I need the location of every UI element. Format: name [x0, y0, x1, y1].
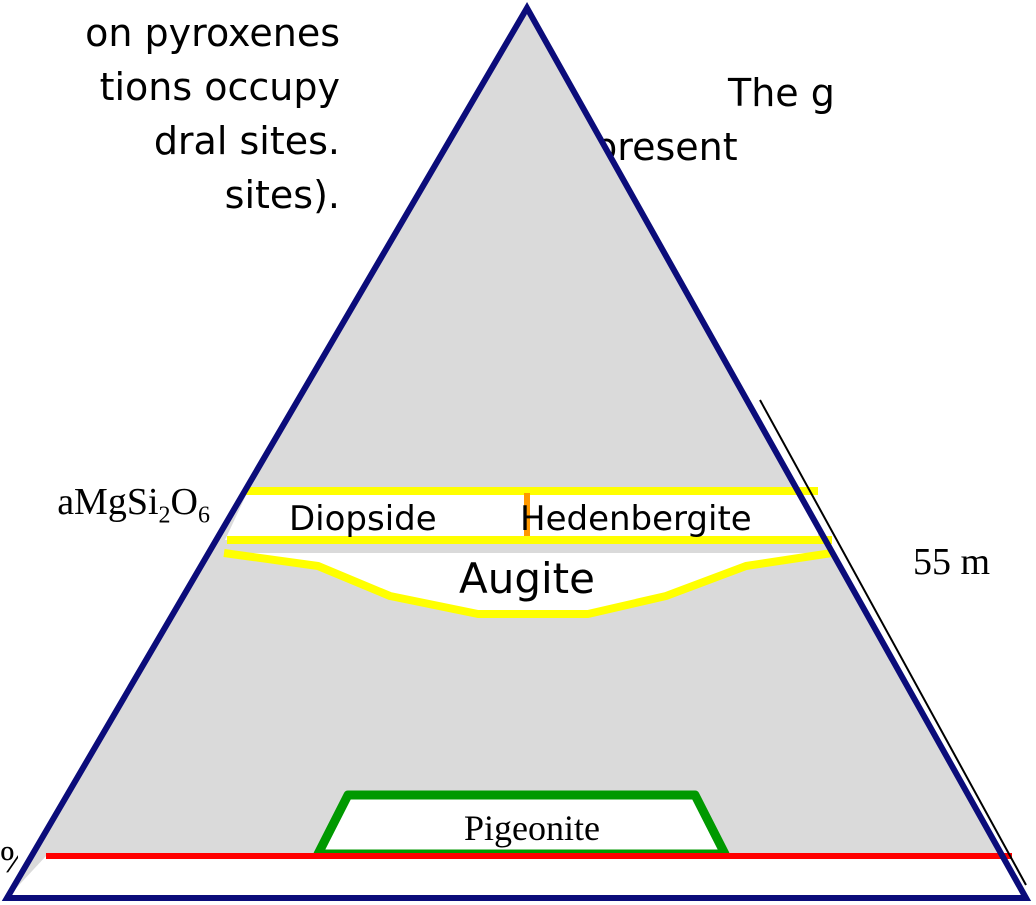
left-text-line: dral sites.	[153, 119, 340, 163]
right-description-text: The g represent	[555, 66, 1036, 174]
left-text-line: tions occupy	[99, 65, 340, 109]
augite-label: Augite	[459, 554, 595, 603]
right-percent-label: 55 m	[913, 541, 991, 583]
left-text-line: on pyroxenes	[85, 11, 340, 55]
bottom-white-band	[7, 856, 1026, 898]
pigeonite-label: Pigeonite	[464, 808, 600, 848]
hedenbergite-label: Hedenbergite	[520, 499, 752, 539]
right-text-line: The g	[728, 71, 835, 115]
augite-boundary	[223, 549, 833, 618]
diopside-hedenbergite-band	[225, 491, 818, 540]
left-description-text: on pyroxenes tions occupy dral sites. si…	[0, 6, 340, 222]
left-text-line: sites).	[224, 173, 340, 217]
left-percent-label: %	[0, 838, 18, 882]
augite-field	[224, 553, 832, 614]
diopside-label: Diopside	[289, 499, 437, 539]
tie-line	[759, 399, 1027, 886]
diopside-formula-label: aMgSi2O6	[57, 481, 210, 529]
composition-triangle	[7, 8, 1026, 898]
